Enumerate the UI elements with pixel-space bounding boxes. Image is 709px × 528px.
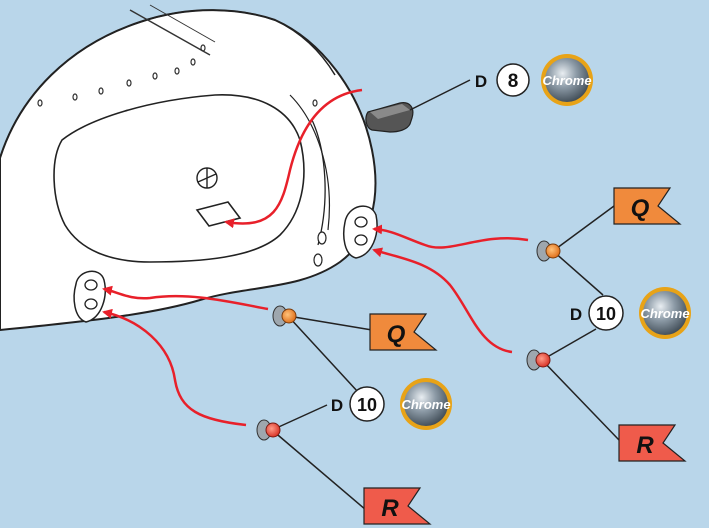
chrome-badge-top: Chrome	[541, 54, 593, 106]
right-group-prefix: D	[570, 305, 582, 324]
right-socket-pair	[343, 205, 378, 259]
right-upper-stud	[536, 240, 561, 262]
vehicle-body	[0, 4, 378, 332]
arrow-right-lower	[372, 247, 513, 354]
chrome-label-top: Chrome	[542, 73, 591, 88]
chrome-label-right: Chrome	[640, 306, 689, 321]
right-flag-q-label: Q	[631, 195, 650, 222]
right-flag-r: R	[618, 424, 687, 462]
left-flag-q-label: Q	[387, 321, 406, 348]
left-flag-r-label: R	[381, 495, 399, 522]
chrome-badge-right: Chrome	[639, 287, 691, 339]
left-upper-stud	[272, 305, 297, 327]
rivet-holes	[37, 44, 318, 107]
top-part-prefix: D	[475, 72, 487, 91]
left-flag-q: Q	[369, 313, 438, 351]
left-group-prefix: D	[331, 396, 343, 415]
top-clip-part: D 8 Chrome	[365, 54, 593, 133]
arrow-left-upper	[102, 285, 269, 311]
arrow-right-upper	[372, 224, 529, 249]
chrome-label-left: Chrome	[401, 397, 450, 412]
right-lower-stud	[526, 349, 551, 371]
left-group-number: 10	[357, 395, 377, 415]
right-group-number: 10	[596, 304, 616, 324]
right-flag-q: Q	[613, 187, 682, 225]
right-flag-r-label: R	[636, 432, 654, 459]
arrow-top-clip	[224, 88, 363, 229]
insertion-arrows	[102, 88, 529, 427]
right-fastener-group: Q R D 10 Chrome	[526, 187, 691, 462]
left-flag-r: R	[363, 487, 432, 525]
left-socket-pair	[73, 270, 106, 323]
left-fastener-group: Q R D 10 Chrome	[256, 305, 452, 525]
left-lower-stud	[256, 419, 281, 441]
top-part-number: 8	[508, 71, 519, 92]
emblem	[196, 167, 218, 189]
chrome-badge-left: Chrome	[400, 378, 452, 430]
arrow-left-lower	[102, 308, 247, 427]
